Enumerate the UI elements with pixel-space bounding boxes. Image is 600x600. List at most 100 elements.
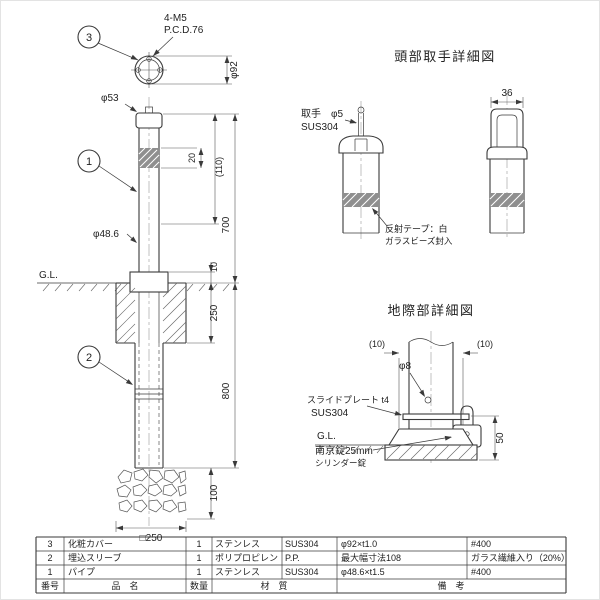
head-detail: 頭部取手詳細図 取手 φ5 <box>301 49 528 246</box>
svg-text:反射テープ：白: 反射テープ：白 <box>385 223 447 234</box>
cap-top-view <box>131 52 167 88</box>
gl-label-detail: G.L. <box>317 431 336 442</box>
cell-no: 1 <box>47 567 52 577</box>
gravel-base <box>116 468 187 513</box>
cell-material: ステンレス <box>215 539 260 549</box>
svg-text:南京錠25mm: 南京錠25mm <box>315 444 373 457</box>
bolt-hole <box>157 67 163 73</box>
cell-no: 3 <box>47 539 52 549</box>
cell-remark: #400 <box>471 567 491 577</box>
bolt-note: 4-M5 P.C.D.76 <box>152 13 204 57</box>
head-detail-title: 頭部取手詳細図 <box>394 49 496 64</box>
svg-text:SUS304: SUS304 <box>311 408 349 419</box>
ground-line-detail: G.L. <box>315 431 389 454</box>
balloon-2: 2 <box>77 345 133 385</box>
cell-qty: 1 <box>196 539 201 549</box>
note-pcd: P.C.D.76 <box>164 25 204 36</box>
slide-plate <box>402 413 470 421</box>
table-row: 1 パイプ 1 ステンレス SUS304 φ48.6×t1.5 #400 <box>47 567 491 577</box>
cell-name: パイプ <box>68 567 95 577</box>
svg-text:スライドプレート t4: スライドプレート t4 <box>307 395 389 405</box>
post-cap <box>135 112 163 129</box>
header-material: 材 質 <box>260 580 287 591</box>
concrete-footing <box>115 282 187 344</box>
head-front-view <box>338 106 384 234</box>
dim-phi92: φ92 <box>152 55 240 85</box>
cell-grade: SUS304 <box>285 539 319 549</box>
cell-grade: SUS304 <box>285 567 319 577</box>
cap-dome-side <box>486 146 528 160</box>
cell-material: ポリプロピレン <box>215 553 278 563</box>
embedded-sleeve <box>134 343 164 469</box>
dim-10-left: (10) <box>369 339 385 349</box>
cover-mound <box>388 428 474 446</box>
cell-grade: P.P. <box>285 553 300 563</box>
balloon-1: 1 <box>77 149 137 192</box>
cell-spec: 最大幅寸法108 <box>341 552 401 563</box>
svg-text:ガラスビーズ封入: ガラスビーズ封入 <box>385 236 453 246</box>
ground-detail: 地際部詳細図 (10) (10) φ8 スライドプレート t4 SUS304 <box>307 303 506 468</box>
tape-note: 反射テープ：白 ガラスビーズ封入 <box>372 208 453 246</box>
dim-20: 20 <box>187 153 197 163</box>
svg-text:SUS304: SUS304 <box>301 122 339 133</box>
head-side-view: 36 <box>486 88 528 234</box>
dim-110: (110) <box>214 157 224 177</box>
base-slab <box>384 444 478 461</box>
handle-bracket <box>490 108 524 147</box>
svg-text:50: 50 <box>495 432 506 444</box>
handle-knob <box>357 106 365 114</box>
cell-remark: #400 <box>471 539 491 549</box>
dim-50: 50 <box>471 415 506 461</box>
cell-spec: φ48.6×t1.5 <box>341 567 385 577</box>
cell-qty: 1 <box>196 553 201 563</box>
cell-name: 埋込スリーブ <box>68 552 121 563</box>
ground-detail-title: 地際部詳細図 <box>387 303 474 318</box>
table-row: 3 化粧カバー 1 ステンレス SUS304 φ92×t1.0 #400 <box>47 538 491 549</box>
padlock-note: 南京錠25mm シリンダー錠 <box>315 435 452 468</box>
dim-700: 700 <box>221 216 232 233</box>
table-row: 2 埋込スリーブ 1 ポリプロピレン P.P. 最大幅寸法108 ガラス繊維入り… <box>47 552 569 563</box>
gl-label: G.L. <box>39 270 58 281</box>
dim-phi53-label: φ53 <box>101 93 119 104</box>
dim-800: 800 <box>221 382 232 399</box>
bolt-hole <box>135 67 141 73</box>
balloon-3-label: 3 <box>86 32 92 44</box>
ground-cover-flange <box>129 271 169 293</box>
dim-phi8: φ8 <box>399 361 411 372</box>
cap-dome <box>338 135 384 154</box>
slide-plate-note: スライドプレート t4 SUS304 <box>307 395 402 419</box>
cell-qty: 1 <box>196 567 201 577</box>
table-grid <box>35 536 567 594</box>
balloon-3: 3 <box>77 25 139 61</box>
cell-spec: φ92×t1.0 <box>341 539 377 549</box>
handle-note: 取手 φ5 SUS304 <box>301 107 357 133</box>
ground-line: G.L. <box>37 270 239 292</box>
dim-phi486-label: φ48.6 <box>93 229 119 240</box>
header-remarks: 備 考 <box>437 580 464 591</box>
dim-250: 250 <box>209 304 220 321</box>
header-no: 番号 <box>41 580 59 591</box>
svg-text:1: 1 <box>86 156 92 168</box>
pin-hole <box>424 396 432 404</box>
svg-text:2: 2 <box>86 352 92 364</box>
bolt-hole <box>146 56 152 62</box>
table-header-row: 番号 品 名 数量 材 質 備 考 <box>41 580 465 591</box>
header-name: 品 名 <box>111 580 138 591</box>
dim-10: 10 <box>209 262 219 272</box>
dim-10-right: (10) <box>477 339 493 349</box>
bolt-hole <box>146 78 152 84</box>
main-dimensions: 20 (110) 700 10 250 800 100 <box>115 113 239 544</box>
cell-no: 2 <box>47 553 52 563</box>
main-view: φ53 φ48.6 1 2 <box>37 93 239 513</box>
dim-phi92-label: φ92 <box>229 61 240 79</box>
dim-sq250: □250 <box>140 533 163 544</box>
tape-band <box>490 193 524 207</box>
cell-material: ステンレス <box>215 567 260 577</box>
cell-name: 化粧カバー <box>68 538 113 549</box>
svg-text:取手 φ5: 取手 φ5 <box>301 107 343 120</box>
svg-text:シリンダー錠: シリンダー錠 <box>315 458 367 468</box>
dim-100: 100 <box>209 484 220 501</box>
cell-remark: ガラス繊維入り（20%） <box>471 552 570 563</box>
